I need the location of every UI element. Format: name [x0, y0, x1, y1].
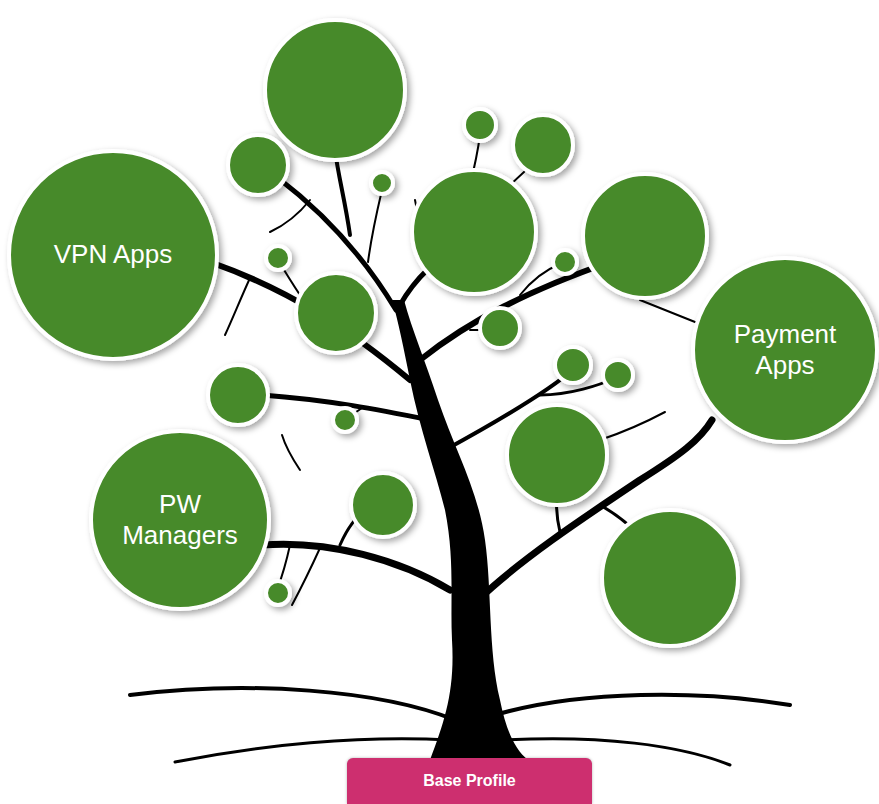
tree-trunk [392, 300, 528, 760]
base-box: Base Profile [347, 758, 592, 804]
category-circle: PW Managers [88, 428, 272, 612]
category-label: PW Managers [118, 489, 243, 551]
category-circle: Payment Apps [690, 255, 879, 445]
circle-fill [693, 258, 877, 442]
leaf-circles [208, 20, 738, 646]
category-circle: VPN Apps [6, 148, 220, 362]
base-label: Base Profile [423, 771, 515, 790]
circle-fill [9, 151, 217, 359]
circle-fill [91, 431, 269, 609]
category-label: Payment Apps [720, 319, 850, 381]
category-label: VPN Apps [54, 239, 173, 270]
